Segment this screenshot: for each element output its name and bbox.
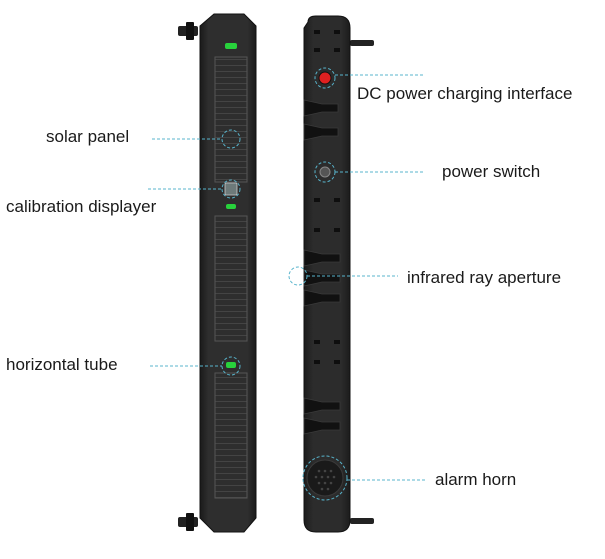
middle-led — [226, 204, 236, 209]
top-bracket-left — [178, 22, 198, 40]
calibration-callout-ring — [221, 179, 241, 199]
infrared-lens-group-2 — [303, 249, 341, 307]
back-device — [303, 15, 374, 533]
solar-panel-3 — [214, 372, 248, 499]
top-bracket-right — [350, 40, 374, 46]
infrared-lens-group-3 — [303, 397, 341, 435]
lower-screw-holes — [314, 340, 340, 364]
bottom-bracket-right — [350, 518, 374, 524]
dc-power-callout-ring — [314, 67, 336, 89]
horizontal-tube-callout-ring — [221, 356, 241, 376]
top-screw-holes — [314, 30, 340, 52]
alarm-horn-label: alarm horn — [435, 470, 517, 489]
infrared-aperture-label: infrared ray aperture — [407, 268, 562, 287]
dc-port — [318, 71, 332, 85]
solar-panel-label: solar panel — [46, 127, 130, 146]
alarm-horn-grille — [306, 459, 344, 497]
power-switch — [319, 166, 331, 178]
solar-panel-2 — [214, 215, 248, 342]
mid-screw-holes — [314, 198, 340, 232]
front-device — [178, 13, 257, 533]
solar-panel-callout-ring — [221, 129, 241, 149]
power-switch-label: power switch — [442, 162, 541, 181]
alarm-horn-callout-ring — [302, 455, 348, 501]
horizontal-tube-led — [226, 362, 236, 368]
bottom-bracket-left — [178, 513, 198, 531]
dc-power-label: DC power charging interface — [357, 84, 573, 103]
calibration-display — [224, 182, 238, 196]
solar-panel-1 — [214, 56, 248, 183]
top-led — [225, 43, 237, 49]
calibration-displayer-label: calibration displayer — [6, 197, 157, 216]
horizontal-tube-label: horizontal tube — [6, 355, 118, 374]
infrared-lens-group-1 — [303, 99, 339, 141]
